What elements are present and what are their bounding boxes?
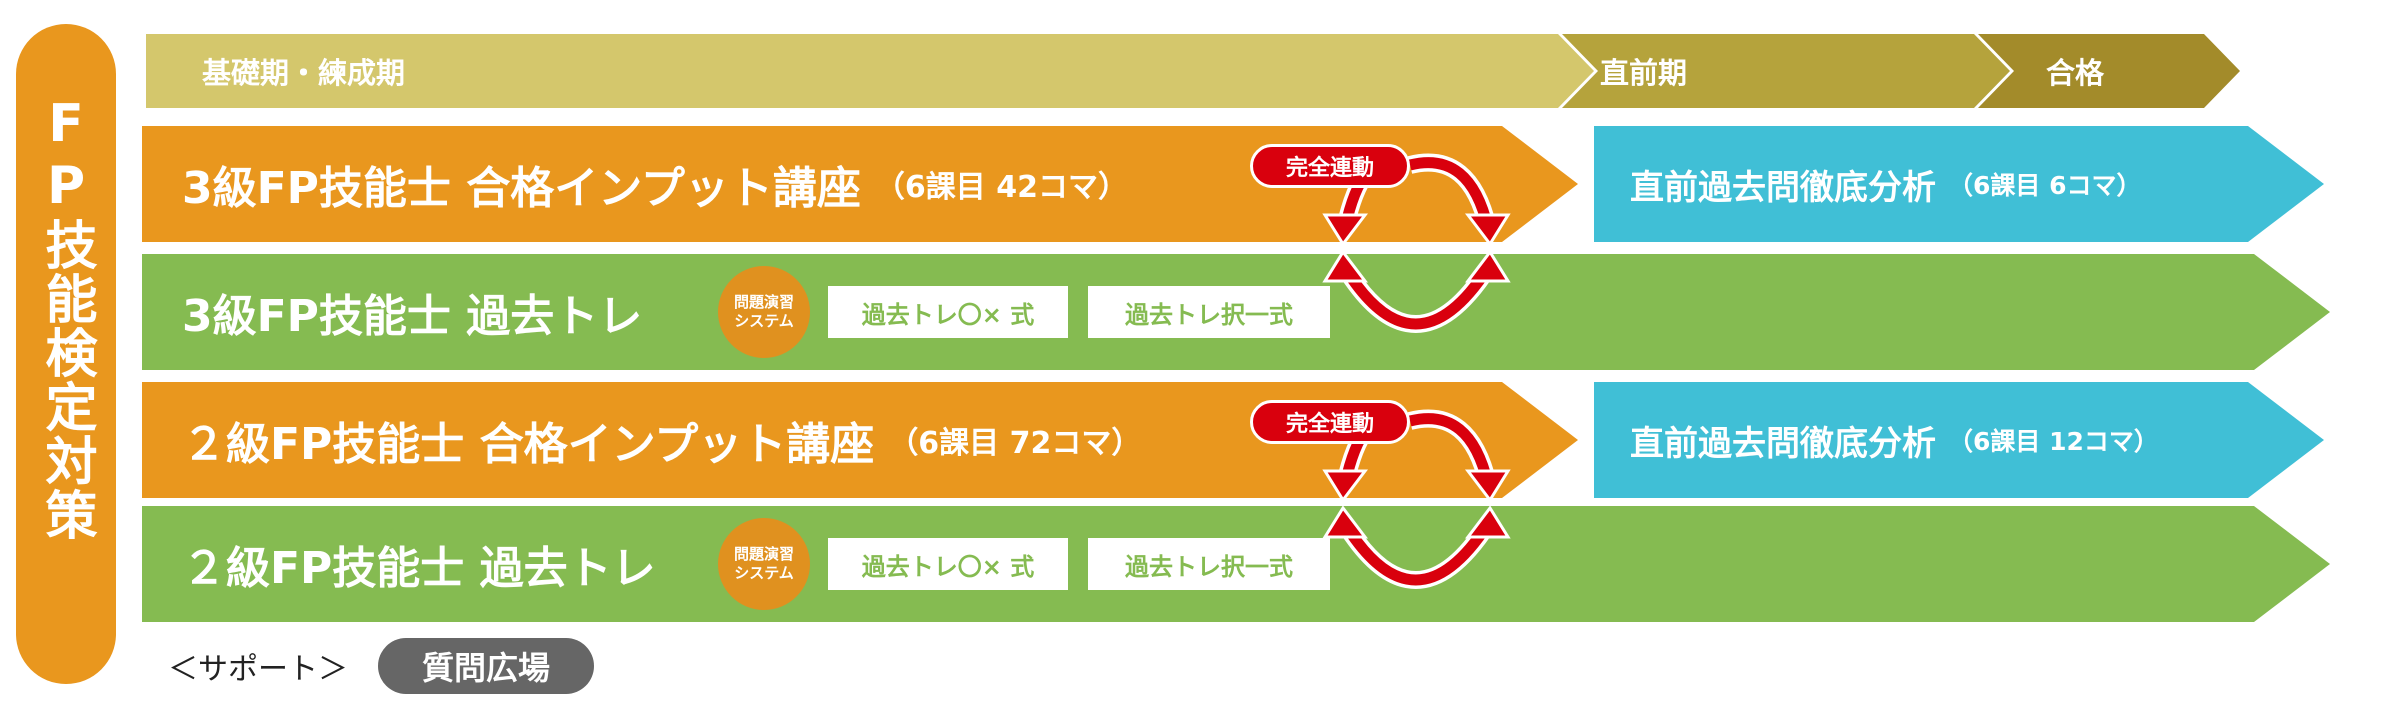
final-analysis-2: 直前過去問徹底分析 （6課目 12コマ） <box>1594 382 2324 498</box>
past-tre-choice-box: 過去トレ択一式 <box>1088 286 1330 338</box>
phase-label: 合格 <box>2046 56 2105 90</box>
course-sub: （6課目 72コマ） <box>888 426 1142 461</box>
final-title: 直前過去問徹底分析 <box>1630 423 1936 464</box>
badge-line: 問題演習 <box>733 545 794 563</box>
side-label-pill: FP技能検定対策 <box>16 24 116 684</box>
final-sub: （6課目 6コマ） <box>1948 171 2142 200</box>
practice-system-badge: 問題演習システム <box>718 266 810 358</box>
past-tre-ox-box: 過去トレ〇× 式 <box>828 538 1068 590</box>
side-label: FP技能検定対策 <box>36 94 96 542</box>
full-sync-badge: 完全連動 <box>1250 400 1410 444</box>
support-label: ＜サポート＞ <box>168 652 348 687</box>
full-sync-badge: 完全連動 <box>1250 144 1410 188</box>
badge-line: システム <box>734 312 794 330</box>
arrowheads <box>1322 213 1511 539</box>
past-tre-ox-box: 過去トレ〇× 式 <box>828 286 1068 338</box>
course-title: 3級FP技能士 合格インプット講座 <box>182 163 861 214</box>
final-analysis-3: 直前過去問徹底分析 （6課目 6コマ） <box>1594 126 2324 242</box>
practice-system-badge: 問題演習システム <box>718 518 810 610</box>
badge-line: 問題演習 <box>733 293 794 311</box>
phase-basic: 基礎期・練成期 <box>146 34 1594 108</box>
course-title: ２級FP技能士 過去トレ <box>182 543 656 594</box>
sync-arrow-paths <box>1339 153 1494 586</box>
phase-final: 直前期 <box>1562 34 2010 108</box>
course-sub: （6課目 42コマ） <box>874 170 1128 205</box>
course-title: 3級FP技能士 過去トレ <box>182 291 643 342</box>
question-forum-button[interactable]: 質問広場 <box>378 638 594 694</box>
phase-label: 基礎期・練成期 <box>202 56 406 90</box>
phase-label: 直前期 <box>1600 56 1688 90</box>
course-title: ２級FP技能士 合格インプット講座 <box>182 419 875 470</box>
final-title: 直前過去問徹底分析 <box>1630 167 1936 208</box>
final-sub: （6課目 12コマ） <box>1948 427 2159 456</box>
phase-pass: 合格 <box>1978 34 2240 108</box>
badge-line: システム <box>734 564 794 582</box>
past-tre-choice-box: 過去トレ択一式 <box>1088 538 1330 590</box>
